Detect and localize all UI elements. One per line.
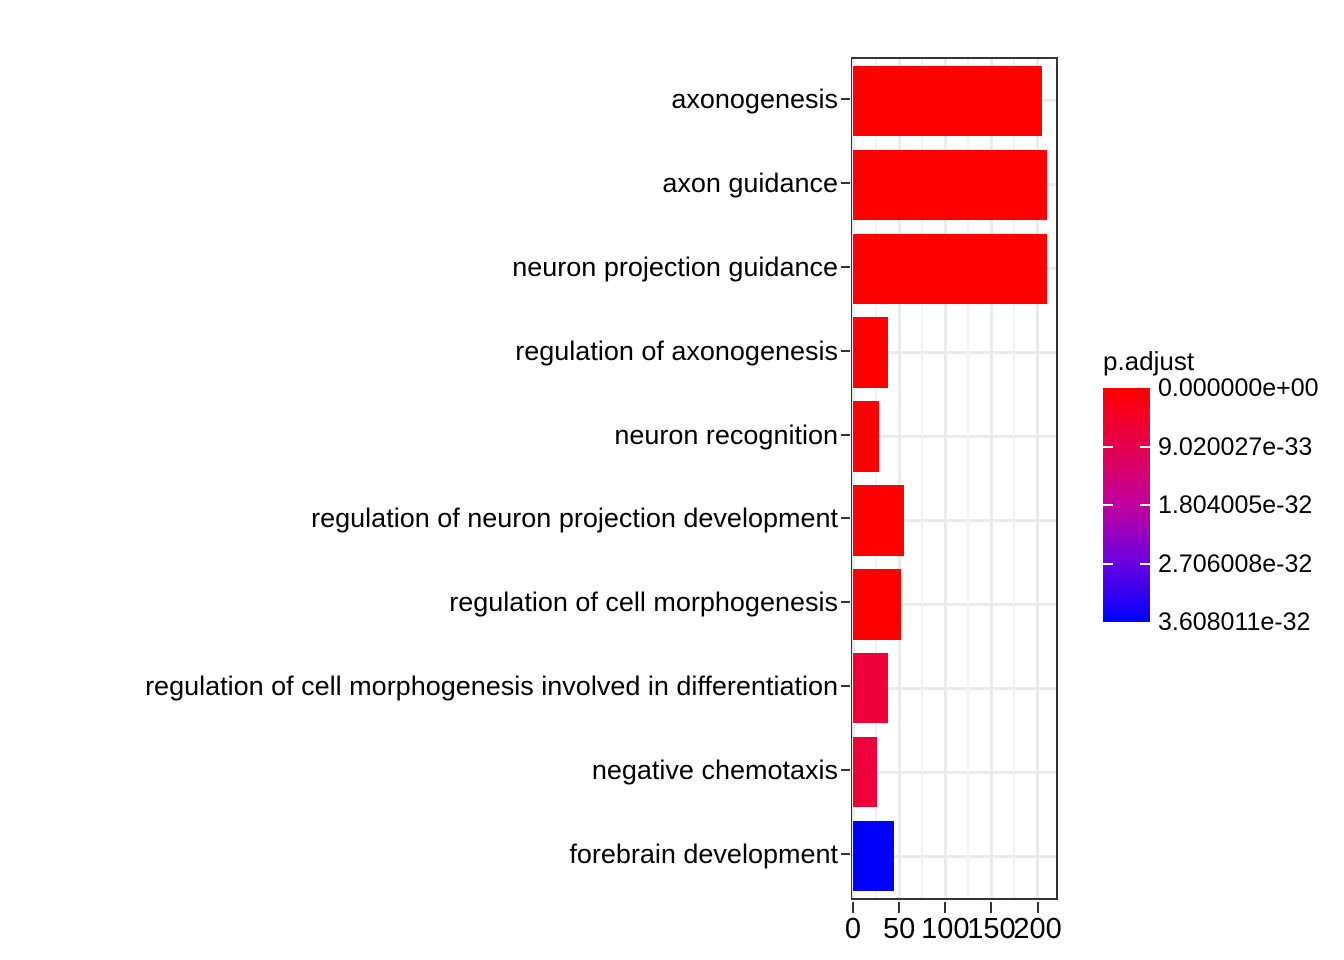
bar[interactable] bbox=[853, 485, 904, 556]
y-axis-tick-mark bbox=[841, 769, 850, 772]
y-axis-tick-mark bbox=[841, 517, 850, 520]
legend: p.adjust 0.000000e+00 9.020027e-33 1.80400… bbox=[1100, 347, 1344, 647]
y-axis-tick-label: neuron projection guidance bbox=[512, 251, 838, 282]
bar[interactable] bbox=[853, 317, 889, 388]
y-axis-tick-label: forebrain development bbox=[569, 839, 838, 870]
gridline-vertical-minor bbox=[875, 59, 878, 898]
gridline-vertical-minor bbox=[921, 59, 924, 898]
y-axis-tick-label: negative chemotaxis bbox=[591, 755, 838, 786]
legend-colorbar-tick bbox=[1103, 562, 1113, 565]
bar[interactable] bbox=[853, 820, 894, 892]
gridline-vertical-minor bbox=[967, 59, 970, 898]
gridline-vertical bbox=[897, 59, 901, 898]
x-axis-tick-label: 50 bbox=[882, 913, 916, 945]
legend-colorbar-tick bbox=[1140, 445, 1150, 448]
bar[interactable] bbox=[853, 149, 1047, 221]
y-axis-tick-mark bbox=[841, 685, 850, 688]
gridline-horizontal bbox=[853, 435, 1056, 439]
y-axis-tick-label: regulation of cell morphogenesis involve… bbox=[145, 671, 838, 702]
y-axis-tick-label: neuron recognition bbox=[614, 419, 838, 450]
x-axis-tick-label: 150 bbox=[967, 913, 1016, 945]
gridline-vertical bbox=[989, 59, 993, 898]
bar[interactable] bbox=[853, 653, 889, 724]
gridline-vertical bbox=[1036, 59, 1040, 898]
gridline-vertical-minor bbox=[1013, 59, 1016, 898]
y-axis-tick-mark bbox=[841, 853, 850, 856]
plot-panel bbox=[851, 57, 1058, 900]
legend-colorbar-tick bbox=[1103, 445, 1113, 448]
legend-title: p.adjust bbox=[1103, 346, 1195, 376]
y-axis-tick-mark bbox=[841, 601, 850, 604]
gridline-vertical bbox=[943, 59, 947, 898]
x-axis-tick-label: 100 bbox=[921, 913, 970, 945]
y-axis: axonogenesis axon guidance neuron projecti… bbox=[0, 55, 850, 900]
bar[interactable] bbox=[853, 569, 901, 640]
gridline-vertical bbox=[851, 59, 855, 898]
x-axis-tick-mark bbox=[898, 902, 901, 913]
y-axis-tick-label: regulation of neuron projection developm… bbox=[311, 503, 838, 534]
plot-area bbox=[851, 59, 1056, 898]
legend-tick-label: 9.020027e-33 bbox=[1158, 432, 1313, 461]
bar[interactable] bbox=[853, 65, 1043, 137]
y-axis-tick-mark bbox=[841, 181, 850, 184]
bar[interactable] bbox=[853, 401, 879, 472]
y-axis-tick-mark bbox=[841, 265, 850, 268]
y-axis-tick-label: regulation of axonogenesis bbox=[515, 335, 838, 366]
y-axis-tick-label: axonogenesis bbox=[671, 83, 838, 114]
x-axis-tick-label: 200 bbox=[1013, 913, 1062, 945]
gridline-horizontal bbox=[853, 854, 1056, 858]
bar[interactable] bbox=[853, 736, 877, 808]
gridline-horizontal bbox=[853, 518, 1056, 522]
gridline-horizontal bbox=[853, 602, 1056, 606]
y-axis-tick-mark bbox=[841, 97, 850, 100]
y-axis-tick-label: regulation of cell morphogenesis bbox=[449, 587, 838, 618]
gridline-horizontal bbox=[853, 770, 1056, 774]
x-axis-tick-mark bbox=[944, 902, 947, 913]
gridline-horizontal bbox=[853, 351, 1056, 355]
y-axis-tick-label: axon guidance bbox=[662, 167, 838, 198]
bar[interactable] bbox=[853, 233, 1047, 304]
x-axis-tick-mark bbox=[990, 902, 993, 913]
x-axis-tick-mark bbox=[1036, 902, 1039, 913]
legend-tick-label: 3.608011e-32 bbox=[1158, 608, 1311, 636]
legend-colorbar-tick bbox=[1103, 504, 1113, 506]
gridline-horizontal bbox=[853, 686, 1056, 690]
x-axis-tick-label: 0 bbox=[844, 913, 862, 945]
y-axis-tick-mark bbox=[841, 349, 850, 352]
legend-tick-label: 1.804005e-32 bbox=[1158, 491, 1313, 519]
legend-tick-label: 0.000000e+00 bbox=[1158, 374, 1319, 402]
legend-colorbar-tick bbox=[1140, 562, 1150, 565]
legend-tick-label: 2.706008e-32 bbox=[1158, 549, 1313, 578]
y-axis-tick-mark bbox=[841, 433, 850, 436]
legend-colorbar-tick bbox=[1140, 504, 1150, 506]
x-axis-tick-mark bbox=[852, 902, 854, 913]
